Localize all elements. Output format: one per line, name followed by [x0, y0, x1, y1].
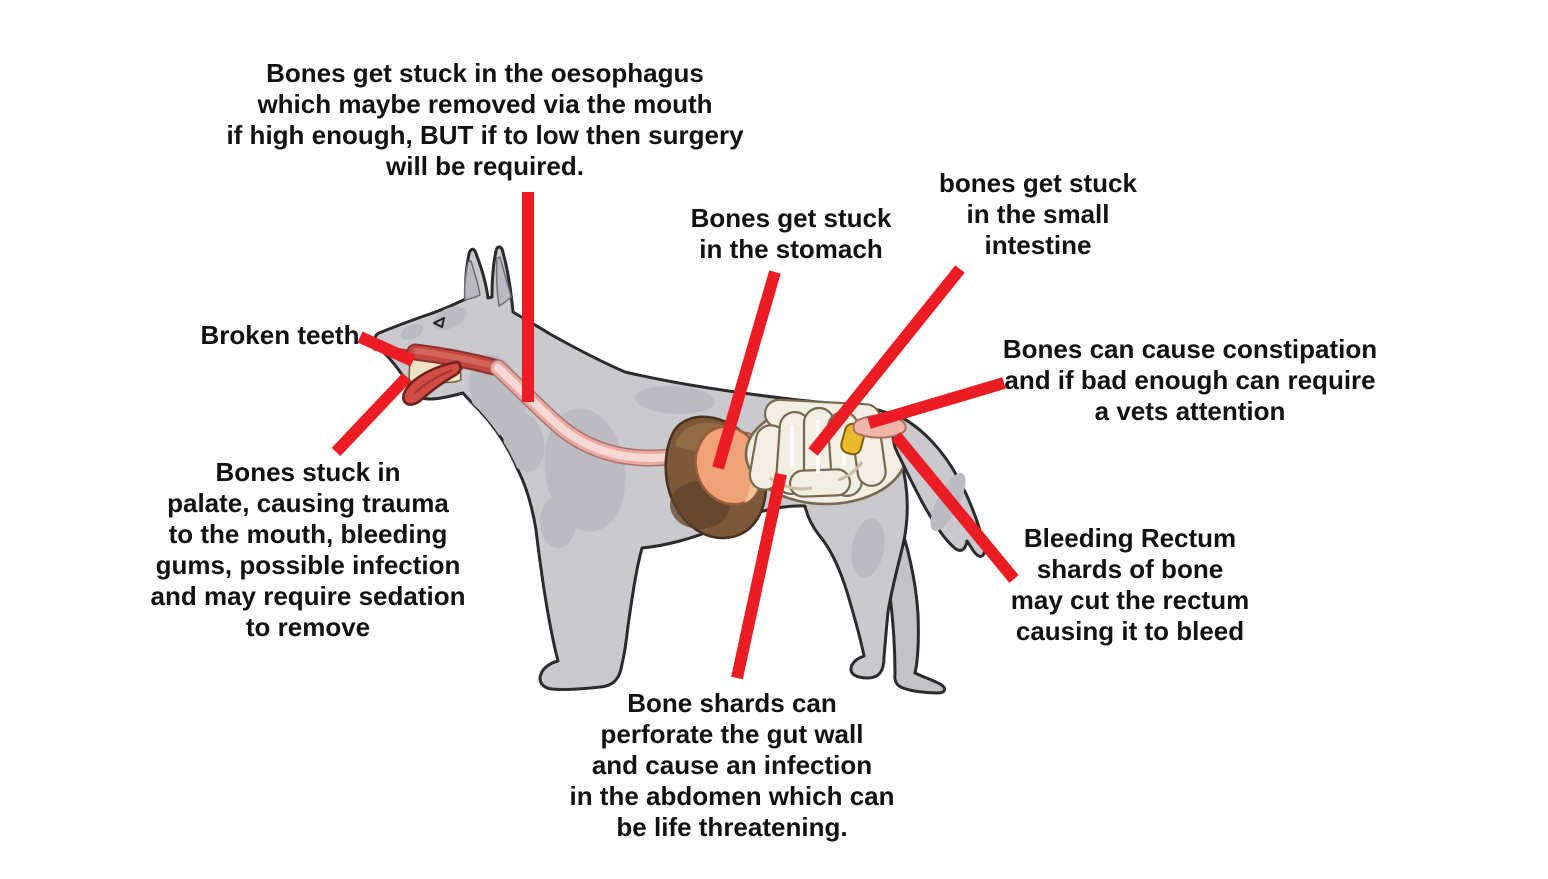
pointer-line-stomach: [712, 270, 781, 470]
annotation-line: in the small: [966, 199, 1110, 229]
pointer-line-bleeding-rectum: [891, 432, 1019, 583]
annotation-line: gums, possible infection: [155, 550, 461, 580]
annotation-line: a vets attention: [1094, 396, 1286, 426]
pointer-line-palate: [331, 372, 412, 457]
annotation-broken-teeth: Broken teeth: [180, 320, 380, 351]
annotation-oesophagus: Bones get stuck in the oesophagus which …: [185, 58, 785, 182]
annotation-line: to the mouth, bleeding: [168, 519, 448, 549]
annotation-line: will be required.: [386, 151, 584, 181]
annotation-bone-shards: Bone shards can perforate the gut wall a…: [552, 688, 912, 843]
annotation-line: palate, causing trauma: [167, 488, 449, 518]
annotation-line: Bones get stuck: [690, 203, 892, 233]
pointer-line-broken-teeth: [357, 331, 416, 367]
annotation-line: Bones stuck in: [215, 457, 401, 487]
annotation-line: bones get stuck: [939, 168, 1137, 198]
eye: [433, 317, 445, 328]
annotation-stomach: Bones get stuck in the stomach: [666, 203, 916, 265]
front-ear-inner: [463, 260, 481, 301]
pointer-line-constipation: [867, 377, 1006, 429]
annotation-bleeding-rectum: Bleeding Rectum shards of bone may cut t…: [980, 523, 1280, 647]
annotation-line: causing it to bleed: [1015, 616, 1245, 646]
annotation-small-intestine: bones get stuck in the small intestine: [928, 168, 1148, 261]
annotation-line: Broken teeth: [200, 320, 360, 350]
annotation-line: perforate the gut wall: [600, 719, 864, 749]
annotation-line: Bleeding Rectum: [1023, 523, 1237, 553]
annotation-line: may cut the rectum: [1010, 585, 1250, 615]
annotation-line: which maybe removed via the mouth: [257, 89, 713, 119]
annotation-line: shards of bone: [1036, 554, 1224, 584]
back-ear-inner: [495, 256, 512, 308]
annotation-palate: Bones stuck in palate, causing trauma to…: [128, 457, 488, 643]
annotation-line: intestine: [984, 230, 1092, 260]
annotation-line: and may require sedation: [150, 581, 466, 611]
tongue: [402, 360, 462, 406]
annotation-line: and if bad enough can require: [1004, 365, 1376, 395]
annotation-line: Bone shards can: [627, 688, 837, 718]
annotation-line: and cause an infection: [591, 750, 873, 780]
annotation-line: Bones get stuck in the oesophagus: [266, 58, 704, 88]
annotation-line: in the abdomen which can: [569, 781, 895, 811]
annotation-constipation: Bones can cause constipation and if bad …: [990, 334, 1390, 427]
annotation-line: in the stomach: [699, 234, 883, 264]
annotation-line: Bones can cause constipation: [1002, 334, 1378, 364]
pointer-line-bone-shards: [731, 472, 787, 680]
annotation-line: be life threatening.: [616, 812, 848, 842]
annotation-line: if high enough, BUT if to low then surge…: [226, 120, 744, 150]
pointer-line-small-intestine: [808, 265, 965, 456]
annotation-line: to remove: [245, 612, 371, 642]
